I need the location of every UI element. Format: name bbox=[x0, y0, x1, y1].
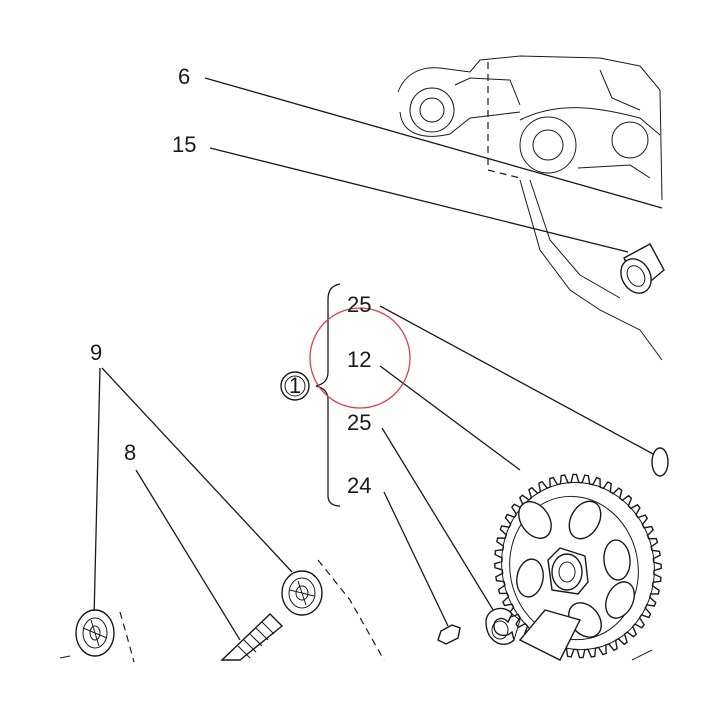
callout-25-mid: 25 bbox=[347, 410, 371, 435]
washer-part-9-left bbox=[75, 609, 115, 657]
callout-15: 15 bbox=[172, 132, 196, 157]
leader-9b bbox=[101, 367, 293, 573]
timing-gear-part-12 bbox=[494, 473, 662, 661]
leader-25-mid bbox=[381, 427, 499, 619]
engine-housing-outline bbox=[397, 55, 663, 361]
centre-lines bbox=[59, 559, 653, 663]
highlight-circle bbox=[309, 307, 411, 409]
leader-24 bbox=[383, 491, 449, 627]
leader-8 bbox=[135, 469, 241, 641]
group-bracket bbox=[315, 283, 341, 507]
callout-25-top: 25 bbox=[347, 292, 371, 317]
woodruff-key-part-24 bbox=[437, 624, 461, 645]
callout-8: 8 bbox=[124, 440, 136, 465]
bushing-part-15 bbox=[620, 243, 665, 294]
callout-6: 6 bbox=[178, 64, 190, 89]
stud-part-8 bbox=[220, 613, 284, 661]
leader-9a bbox=[93, 367, 101, 619]
circlip-part-25 bbox=[485, 607, 521, 645]
callout-12: 12 bbox=[347, 347, 371, 372]
leader-6 bbox=[204, 77, 663, 209]
callout-9: 9 bbox=[90, 340, 102, 365]
group-marker: 1 bbox=[280, 371, 310, 401]
leader-lines bbox=[93, 77, 663, 641]
washer-part-9-right bbox=[281, 570, 323, 616]
callout-24: 24 bbox=[347, 473, 371, 498]
washer-part-25-top bbox=[651, 447, 669, 477]
leader-25-top bbox=[379, 305, 656, 456]
callout-labels: 6 15 25 12 25 24 9 8 bbox=[90, 64, 371, 498]
group-marker-number: 1 bbox=[289, 373, 301, 398]
leader-15 bbox=[209, 147, 629, 253]
leader-12 bbox=[379, 365, 521, 471]
